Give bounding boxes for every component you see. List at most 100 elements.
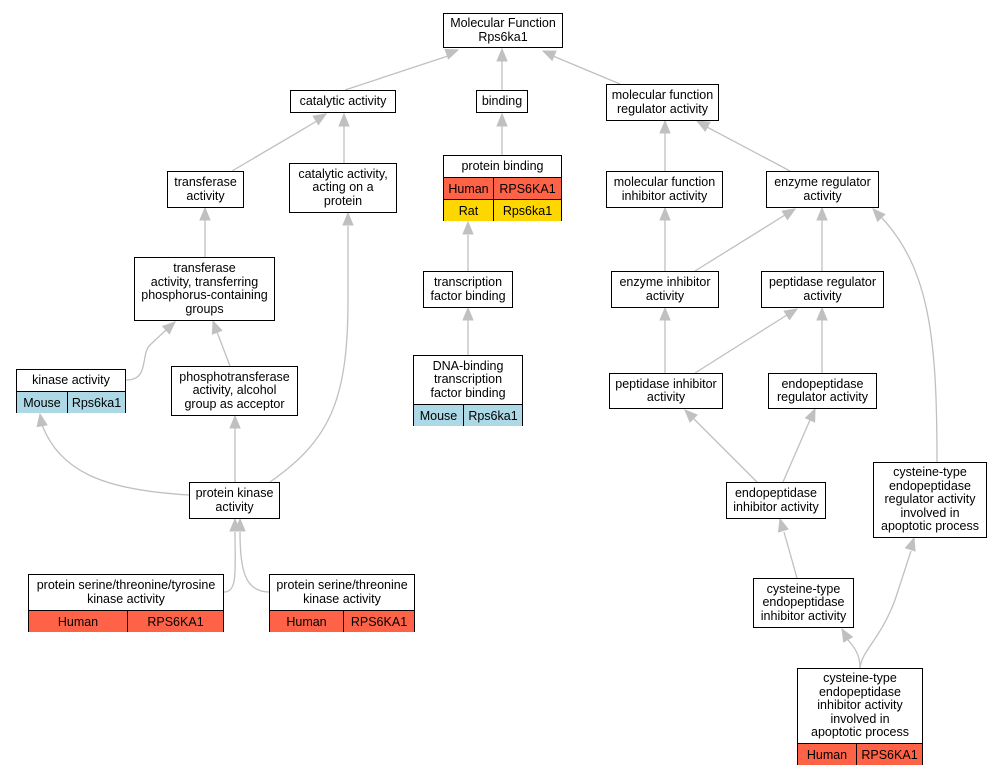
arrowhead: [161, 321, 176, 335]
annotation-row-human: Human RPS6KA1: [444, 177, 561, 200]
annotation-species: Human: [806, 747, 848, 762]
annotation-gene: Rps6ka1: [463, 405, 522, 426]
node-phosphotransferase-alcohol[interactable]: phosphotransferase activity, alcohol gro…: [171, 366, 298, 416]
arrowhead: [695, 120, 711, 132]
arrowhead: [659, 119, 671, 134]
annotation-species: Human: [57, 614, 99, 629]
edge-cysinhibapop-to-cysreg: [859, 536, 916, 669]
node-cysteine-endopeptidase-inhibitor[interactable]: cysteine-type endopeptidase inhibitor ac…: [753, 578, 854, 628]
node-endopeptidase-inhibitor[interactable]: endopeptidase inhibitor activity: [726, 482, 826, 519]
edge-enzinhib-to-mfinhib: [659, 206, 671, 271]
annotation-row-mouse: Mouse Rps6ka1: [17, 391, 125, 413]
node-protein-ser-thr-kinase[interactable]: protein serine/threonine kinase activity…: [269, 574, 415, 632]
arrowhead: [234, 517, 246, 532]
arrowhead: [312, 113, 328, 126]
node-protein-binding-label: protein binding: [461, 158, 544, 173]
edge-catalytic-to-root: [344, 48, 460, 91]
edge-pepinhib-to-pepreg: [694, 308, 799, 374]
node-cysteine-endopeptidase-regulator-apoptotic[interactable]: cysteine-type endopeptidase regulator ac…: [873, 462, 987, 538]
arrowhead: [342, 211, 354, 226]
annotation-species: Human: [448, 182, 489, 196]
node-binding[interactable]: binding: [476, 90, 528, 113]
edge-catprot-to-catalytic: [338, 112, 350, 163]
node-transcription-factor-binding[interactable]: transcription factor binding: [423, 271, 513, 308]
node-molecular-function-inhibitor[interactable]: molecular function inhibitor activity: [606, 171, 723, 208]
annotation-species: Human: [286, 614, 327, 629]
edge-pepreg-to-enzreg: [816, 206, 828, 271]
node-enzyme-regulator[interactable]: enzyme regulator activity: [766, 171, 879, 208]
arrowhead: [496, 47, 508, 62]
node-catalytic-activity[interactable]: catalytic activity: [290, 90, 396, 113]
annotation-gene: Rps6ka1: [67, 392, 125, 413]
arrowhead: [36, 412, 48, 428]
annotation-species: Mouse: [23, 395, 61, 410]
arrowhead: [783, 308, 799, 321]
annotation-species: Rat: [458, 203, 479, 218]
annotation-gene: RPS6KA1: [127, 611, 223, 632]
edge-transferase-to-catalytic: [231, 113, 328, 172]
annotation-species: Mouse: [419, 408, 458, 423]
node-molecular-function-regulator[interactable]: molecular function regulator activity: [606, 84, 719, 121]
edge-mfinhib-to-mfreg: [659, 119, 671, 171]
edge-endopepinhib-to-endopepreg: [782, 407, 816, 483]
annotation-gene: RPS6KA1: [493, 178, 561, 200]
edge-mfreg-to-root: [541, 50, 621, 85]
edge-dnabind-to-tfbind: [462, 306, 474, 355]
node-peptidase-regulator[interactable]: peptidase regulator activity: [761, 271, 884, 308]
arrowhead: [684, 409, 698, 423]
annotation-gene: RPS6KA1: [856, 744, 922, 765]
arrowhead: [229, 414, 241, 429]
edge-kinase-to-transphos: [125, 321, 176, 381]
node-protein-kinase[interactable]: protein kinase activity: [189, 482, 280, 519]
arrowhead: [816, 306, 828, 321]
annotation-row-human: Human RPS6KA1: [29, 610, 223, 632]
arrowhead: [816, 206, 828, 221]
arrowhead: [338, 112, 350, 127]
node-protein-binding[interactable]: protein binding Human RPS6KA1 Rat Rps6ka…: [443, 155, 562, 221]
edge-cysreg-to-enzreg: [872, 208, 938, 463]
arrowhead: [904, 536, 916, 552]
edge-endopepreg-to-pepreg: [816, 306, 828, 373]
annotation-row-mouse: Mouse Rps6ka1: [414, 404, 522, 426]
arrowhead: [777, 517, 789, 533]
arrowhead: [462, 220, 474, 235]
node-protein-ser-thr-tyr-kinase[interactable]: protein serine/threonine/tyrosine kinase…: [28, 574, 224, 632]
annotation-gene: RPS6KA1: [343, 611, 414, 632]
node-molecular-function-root[interactable]: Molecular Function Rps6ka1: [443, 13, 563, 48]
edge-cysinhibapop-to-cysinhib: [841, 627, 861, 669]
node-cysteine-endopeptidase-inhibitor-apoptotic-label: cysteine-type endopeptidase inhibitor ac…: [811, 671, 909, 740]
arrowhead: [211, 319, 223, 335]
node-catalytic-activity-on-protein[interactable]: catalytic activity, acting on a protein: [289, 163, 397, 213]
node-dna-binding-tf-binding-label: DNA-binding transcription factor binding: [430, 358, 506, 400]
annotation-gene: Rps6ka1: [493, 200, 561, 221]
edge-protbind-to-binding: [496, 112, 508, 155]
edge-endopepinhib-to-pepinhib: [684, 409, 758, 483]
edge-stkinase-to-protkinase: [234, 517, 270, 593]
node-protein-ser-thr-tyr-kinase-label: protein serine/threonine/tyrosine kinase…: [36, 578, 216, 606]
edge-tfbind-to-protbind: [462, 220, 474, 271]
edge-transphos-to-transferase: [199, 206, 211, 257]
edge-cysinhib-to-endopepinhib: [777, 517, 798, 579]
node-endopeptidase-regulator[interactable]: endopeptidase regulator activity: [768, 373, 877, 409]
node-kinase-activity-label: kinase activity: [32, 372, 110, 387]
arrowhead: [541, 50, 557, 62]
node-enzyme-inhibitor[interactable]: enzyme inhibitor activity: [611, 271, 719, 308]
node-peptidase-inhibitor[interactable]: peptidase inhibitor activity: [609, 373, 723, 409]
arrowhead: [781, 208, 797, 221]
node-transferase-activity[interactable]: transferase activity: [167, 171, 244, 208]
arrowhead: [804, 407, 816, 423]
edge-enzinhib-to-enzreg: [694, 208, 797, 272]
arrowhead: [496, 112, 508, 127]
annotation-row-rat: Rat Rps6ka1: [444, 199, 561, 221]
edge-binding-to-root: [496, 47, 508, 90]
edge-pepinhib-to-enzinhib: [659, 306, 671, 373]
arrowhead: [444, 48, 460, 60]
node-kinase-activity[interactable]: kinase activity Mouse Rps6ka1: [16, 369, 126, 413]
arrowhead: [841, 627, 854, 643]
node-transferase-phosphorus[interactable]: transferase activity, transferring phosp…: [134, 257, 275, 321]
arrowhead: [872, 208, 886, 223]
edge-phosalc-to-transphos: [211, 319, 231, 367]
node-dna-binding-tf-binding[interactable]: DNA-binding transcription factor binding…: [413, 355, 523, 426]
node-cysteine-endopeptidase-inhibitor-apoptotic[interactable]: cysteine-type endopeptidase inhibitor ac…: [797, 668, 923, 765]
edge-protkinase-to-catprot: [269, 211, 354, 483]
